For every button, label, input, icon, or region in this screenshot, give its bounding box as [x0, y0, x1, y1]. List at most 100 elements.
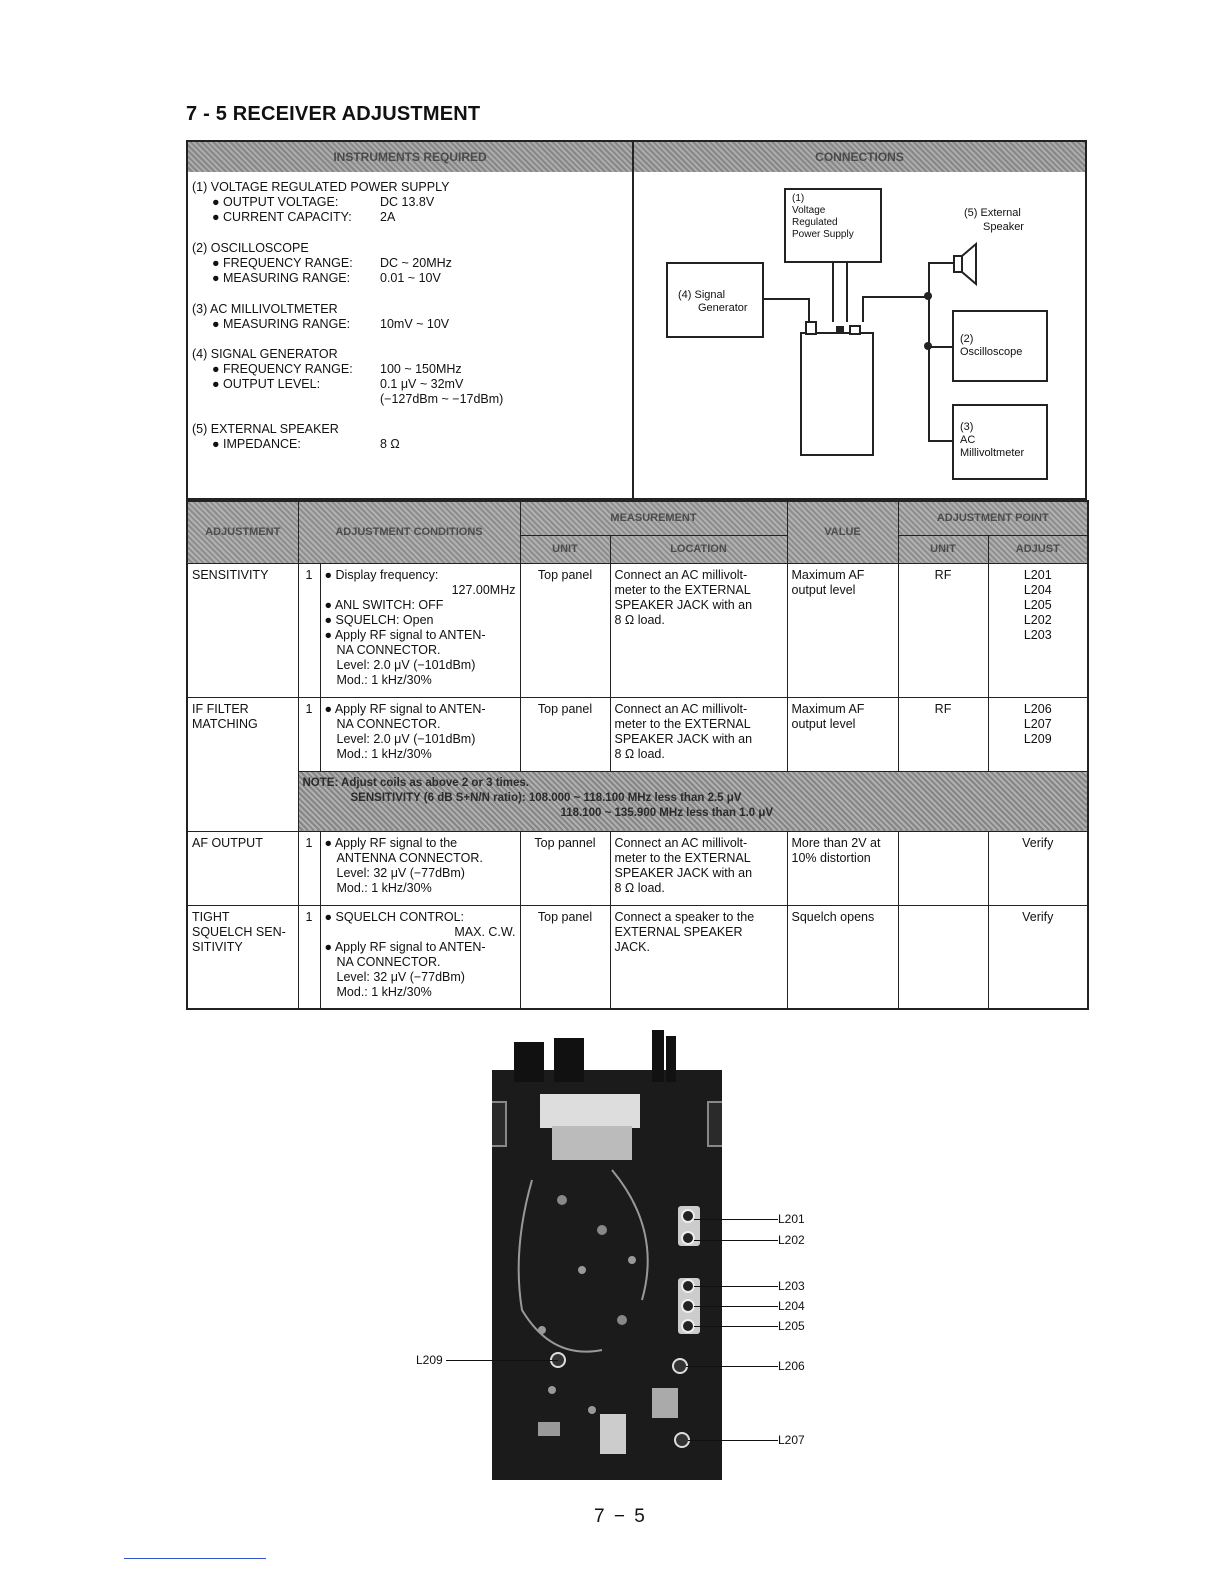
conditions-cell: ● Apply RF signal to the ANTENNA CONNECT…	[319, 830, 521, 906]
page-title: 7 - 5 RECEIVER ADJUSTMENT	[186, 103, 481, 125]
step-number: 1	[297, 904, 321, 1010]
instrument-spec-label: ● FREQUENCY RANGE:	[212, 256, 353, 270]
note-line: NOTE: Adjust coils as above 2 or 3 times…	[302, 776, 529, 789]
location-line: Connect a speaker to the	[614, 909, 755, 924]
adjust-points: L201 L204 L205 L202 L203	[987, 562, 1089, 698]
value-line: More than 2V at	[791, 835, 881, 850]
wire	[928, 440, 952, 442]
condition-line: ● Display frequency:	[324, 567, 439, 582]
location-line: Connect an AC millivolt-	[614, 835, 748, 850]
condition-line: ● SQUELCH CONTROL:	[324, 909, 465, 924]
measurement-unit: Top panel	[519, 562, 611, 698]
condition-line: ● Apply RF signal to the	[324, 835, 458, 850]
value-line: Maximum AF	[791, 701, 865, 716]
condition-line: NA CONNECTOR.	[336, 642, 441, 657]
coil-label-l205: L205	[778, 1319, 805, 1333]
step-number: 1	[297, 830, 321, 906]
coil-label-l201: L201	[778, 1212, 805, 1226]
condition-line: Mod.: 1 kHz/30%	[336, 984, 432, 999]
measurement-location: Connect an AC millivolt- meter to the EX…	[609, 696, 788, 772]
location-line: meter to the EXTERNAL	[614, 716, 751, 731]
measurement-unit: Top panel	[519, 696, 611, 772]
location-line: Connect an AC millivolt-	[614, 701, 748, 716]
adjustment-note: NOTE: Adjust coils as above 2 or 3 times…	[297, 770, 1089, 832]
value-line: output level	[791, 716, 856, 731]
condition-line: Level: 32 μV (−77dBm)	[336, 969, 465, 984]
connections-header: CONNECTIONS	[634, 142, 1085, 172]
instrument-spec-value: DC 13.8V	[380, 195, 435, 209]
adjustment-name: TIGHT SQUELCH SEN- SITIVITY	[186, 904, 299, 1010]
footer-rule	[124, 1558, 266, 1559]
millivoltmeter-label: AC	[960, 434, 976, 446]
location-line: 8 Ω load.	[614, 612, 665, 627]
measurement-unit: Top pannel	[519, 830, 611, 906]
condition-line: MAX. C.W.	[454, 924, 516, 939]
header-unit: UNIT	[519, 534, 611, 564]
millivoltmeter-box: (3) AC Millivoltmeter	[952, 404, 1048, 480]
adjust-point: Verify	[1022, 909, 1054, 924]
location-line: 8 Ω load.	[614, 746, 665, 761]
location-line: 8 Ω load.	[614, 880, 665, 895]
value-line: Squelch opens	[791, 909, 875, 924]
condition-line: 127.00MHz	[451, 582, 516, 597]
adjust-point: L203	[1023, 627, 1052, 642]
oscilloscope-label: Oscilloscope	[960, 346, 1023, 358]
note-line: SENSITIVITY (6 dB S+N/N ratio): 108.000 …	[350, 791, 742, 804]
adjust-point: L207	[1023, 716, 1052, 731]
instrument-name: (4) SIGNAL GENERATOR	[192, 347, 338, 361]
condition-line: Level: 2.0 μV (−101dBm)	[336, 731, 476, 746]
instrument-spec-value: DC ~ 20MHz	[380, 256, 452, 270]
junction-dot	[924, 292, 932, 300]
power-supply-box: (1) Voltage Regulated Power Supply	[784, 188, 882, 263]
instrument-spec-label: ● OUTPUT VOLTAGE:	[212, 195, 339, 209]
value-line: 10% distortion	[791, 850, 871, 865]
coil-label-l207: L207	[778, 1433, 805, 1447]
adjust-point: L201	[1023, 567, 1052, 582]
signal-generator-label: (4) Signal	[678, 289, 726, 301]
adjustment-name-line: SQUELCH SEN-	[192, 924, 286, 939]
adjustment-name: SENSITIVITY	[186, 562, 299, 698]
condition-line: ANTENNA CONNECTOR.	[336, 850, 483, 865]
instrument-spec-value: 0.01 ~ 10V	[380, 271, 441, 285]
condition-line: ● Apply RF signal to ANTEN-	[324, 701, 486, 716]
step-number: 1	[297, 562, 321, 698]
adjust-points: Verify	[987, 904, 1089, 1010]
table-row: SENSITIVITY 1 ● Display frequency: 127.0…	[186, 562, 1089, 698]
step-number: 1	[297, 696, 321, 772]
instrument-spec-label: ● IMPEDANCE:	[212, 437, 301, 451]
instrument-name: (3) AC MILLIVOLTMETER	[192, 302, 338, 316]
value-line: output level	[791, 582, 856, 597]
condition-line: Mod.: 1 kHz/30%	[336, 746, 432, 761]
measurement-value: Maximum AF output level	[786, 562, 899, 698]
instrument-spec-label: ● OUTPUT LEVEL:	[212, 377, 321, 391]
leader-line	[694, 1219, 778, 1220]
instruments-connections-panel: INSTRUMENTS REQUIRED CONNECTIONS (1) VOL…	[186, 140, 1087, 500]
condition-line: ● SQUELCH: Open	[324, 612, 434, 627]
wire	[832, 262, 834, 322]
conditions-cell: ● Display frequency: 127.00MHz ● ANL SWI…	[319, 562, 521, 698]
measurement-value: Maximum AF output level	[786, 696, 899, 772]
adjust-points: L206 L207 L209	[987, 696, 1089, 772]
location-line: Connect an AC millivolt-	[614, 567, 748, 582]
leader-line	[686, 1366, 778, 1367]
header-adjustment: ADJUSTMENT	[186, 500, 299, 564]
adjust-point: L206	[1023, 701, 1052, 716]
instrument-name: (1) VOLTAGE REGULATED POWER SUPPLY	[192, 180, 450, 194]
table-row: AF OUTPUT 1 ● Apply RF signal to the ANT…	[186, 830, 1089, 906]
header-adjust: ADJUST	[987, 534, 1089, 564]
wire	[808, 298, 810, 322]
adjust-unit: RF	[897, 562, 989, 698]
speaker-icon	[953, 241, 977, 287]
location-line: meter to the EXTERNAL	[614, 850, 751, 865]
instrument-name: (5) EXTERNAL SPEAKER	[192, 422, 339, 436]
condition-line: NA CONNECTOR.	[336, 954, 441, 969]
instruments-header: INSTRUMENTS REQUIRED	[188, 142, 632, 172]
oscilloscope-box: (2) Oscilloscope	[952, 310, 1048, 382]
power-supply-label: Regulated	[792, 217, 838, 228]
location-line: meter to the EXTERNAL	[614, 582, 751, 597]
location-line: EXTERNAL SPEAKER	[614, 924, 743, 939]
instrument-spec-label: ● FREQUENCY RANGE:	[212, 362, 353, 376]
measurement-location: Connect an AC millivolt- meter to the EX…	[609, 830, 788, 906]
condition-line: ● Apply RF signal to ANTEN-	[324, 939, 486, 954]
wire	[846, 262, 848, 322]
